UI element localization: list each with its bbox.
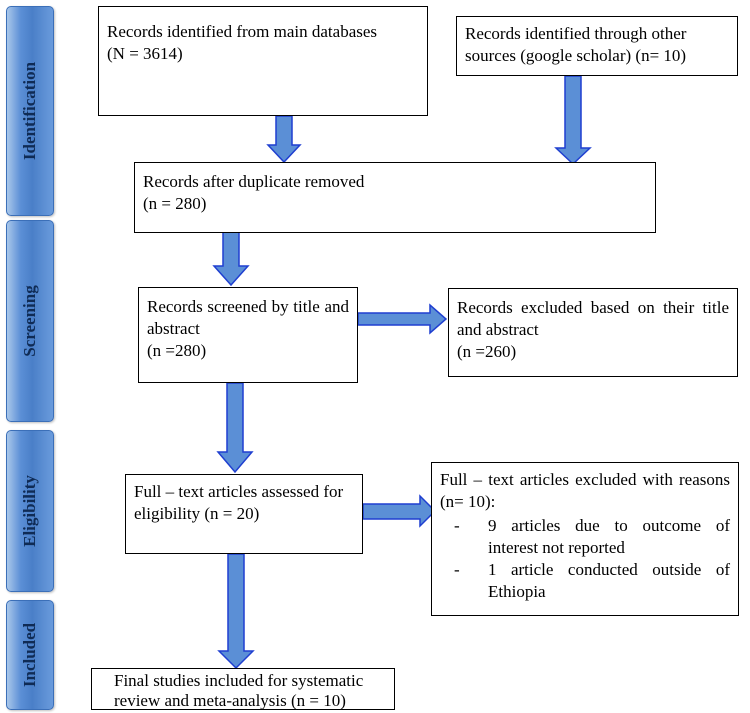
after-duplicates-text: Records after duplicate removed xyxy=(143,172,365,191)
arrow-main-to-duplicates xyxy=(266,115,302,164)
exclusion-reason-text: 1 article conducted outside of Ethiopia xyxy=(488,560,730,601)
exclusion-reasons-list: - 9 articles due to outcome of interest … xyxy=(440,515,730,603)
arrow-duplicates-to-screened xyxy=(212,231,250,287)
box-other-sources: Records identified through other sources… xyxy=(456,16,738,76)
bullet-dash: - xyxy=(454,516,460,535)
main-databases-text: Records identified from main databases xyxy=(107,22,378,41)
other-sources-text: Records identified through other sources… xyxy=(465,24,687,65)
stage-label-eligibility: Eligibility xyxy=(6,430,54,592)
box-final-included: Final studies included for systematic re… xyxy=(91,668,395,710)
exclusion-reason-text: 9 articles due to outcome of interest no… xyxy=(488,516,730,557)
stage-label-included: Included xyxy=(6,600,54,710)
stage-label-screening: Screening xyxy=(6,220,54,422)
box-excluded-screening: Records excluded based on their title an… xyxy=(448,288,738,377)
arrow-screened-to-excluded xyxy=(357,303,448,335)
exclusion-reason-item: - 9 articles due to outcome of interest … xyxy=(440,515,730,559)
excluded-screening-text: Records excluded based on their title an… xyxy=(457,298,729,339)
bullet-dash: - xyxy=(454,560,460,579)
main-databases-count: (N = 3614) xyxy=(107,44,183,63)
box-fulltext-assessed: Full – text articles assessed for eligib… xyxy=(125,474,363,554)
box-main-databases: Records identified from main databases (… xyxy=(98,6,428,116)
exclusion-reason-item: - 1 article conducted outside of Ethiopi… xyxy=(440,559,730,603)
fulltext-excluded-text: Full – text articles excluded with reaso… xyxy=(440,470,730,511)
screened-text: Records screened by title and abstract xyxy=(147,297,349,338)
box-fulltext-excluded: Full – text articles excluded with reaso… xyxy=(431,462,739,616)
after-duplicates-count: (n = 280) xyxy=(143,194,207,213)
arrow-other-to-duplicates xyxy=(554,75,592,166)
arrow-fulltext-to-final xyxy=(217,553,255,670)
arrow-fulltext-to-excluded xyxy=(362,494,437,528)
box-after-duplicates: Records after duplicate removed (n = 280… xyxy=(134,162,656,233)
excluded-screening-count: (n =260) xyxy=(457,342,517,361)
box-screened: Records screened by title and abstract (… xyxy=(138,287,358,383)
fulltext-assessed-text: Full – text articles assessed for eligib… xyxy=(134,482,344,523)
stage-label-identification: Identification xyxy=(6,6,54,216)
final-included-text: Final studies included for systematic re… xyxy=(114,671,364,710)
arrow-screened-to-fulltext xyxy=(216,382,254,474)
screened-count: (n =280) xyxy=(147,341,207,360)
